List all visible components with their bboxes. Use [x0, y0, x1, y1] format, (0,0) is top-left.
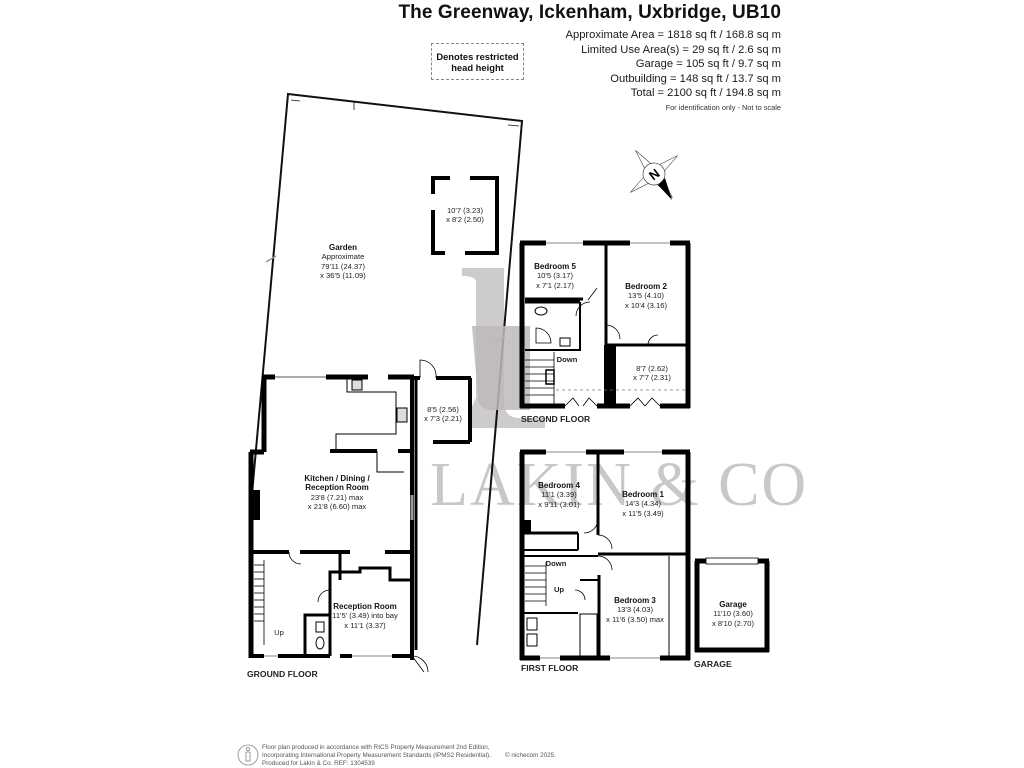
kitchen-name-1: Kitchen / Dining /: [304, 474, 370, 483]
area-outbuilding: Outbuilding = 148 sq ft / 13.7 sq m: [610, 72, 781, 85]
bedroom1-name: Bedroom 1: [622, 490, 664, 499]
garden-label: Garden Approximate 79'11 (24.37) x 36'5 …: [320, 243, 366, 281]
kitchen-name-2: Reception Room: [305, 483, 369, 493]
footer-line2: Incorporating International Property Mea…: [262, 751, 491, 759]
bedroom4-label: Bedroom 4 11'1 (3.39) x 9'11 (3.01): [538, 481, 580, 509]
bedroom3-dim1: 13'3 (4.03): [616, 605, 654, 615]
outbuilding-label: 10'7 (3.23) x 8'2 (2.50): [446, 206, 484, 225]
bedroom5-dim1: 10'5 (3.17): [536, 271, 574, 281]
bedroom1-label: Bedroom 1 14'3 (4.34) x 11'5 (3.49): [622, 490, 664, 518]
ground-floor-label: GROUND FLOOR: [247, 669, 318, 679]
area-summary: Approximate Area = 1818 sq ft / 168.8 sq…: [566, 28, 781, 115]
reception-name: Reception Room: [333, 602, 397, 611]
area-approximate: Approximate Area = 1818 sq ft / 168.8 sq…: [565, 29, 781, 41]
scale-disclaimer: For identification only - Not to scale: [665, 102, 781, 112]
garden-dim2: x 36'5 (11.09): [320, 271, 366, 281]
reception-label: Reception Room 11'5' (3.49) into bay x 1…: [332, 602, 398, 630]
bedroom2-name: Bedroom 2: [625, 282, 667, 291]
legend-text-line1: Denotes restricted: [436, 50, 519, 62]
footer-line1: Floor plan produced in accordance with R…: [262, 744, 490, 751]
second-floor-label: SECOND FLOOR: [521, 414, 591, 424]
bedroom3-name: Bedroom 3: [614, 596, 656, 605]
utility-label: 8'5 (2.56) x 7'3 (2.21): [424, 405, 462, 424]
garage-name: Garage: [719, 600, 747, 609]
limited-use-shading: [472, 326, 530, 410]
area-limited-use: Limited Use Area(s) = 29 sq ft / 2.6 sq …: [581, 43, 781, 56]
restricted-height-legend: Denotes restricted head height: [431, 43, 524, 80]
reception-dim1: 11'5' (3.49) into bay: [332, 611, 398, 621]
garage-plan: [694, 557, 770, 653]
bedroom5-name: Bedroom 5: [534, 262, 576, 271]
bedroom1-dim2: x 11'5 (3.49): [622, 508, 664, 518]
bedroom2-label: Bedroom 2 13'5 (4.10) x 10'4 (3.16): [625, 282, 667, 310]
garden-name: Garden: [328, 243, 358, 252]
utility-dim2: x 7'3 (2.21): [424, 414, 462, 424]
watermark-text: LAKIN & CO: [430, 451, 808, 519]
bedroom3-dim2: x 11'6 (3.50) max: [606, 614, 664, 624]
footer-copyright: © nichecom 2025.: [505, 752, 556, 759]
bedroom4-dim1: 11'1 (3.39): [541, 490, 577, 500]
bedroom5-label: Bedroom 5 10'5 (3.17) x 7'1 (2.17): [534, 262, 576, 290]
garden-dim1: 79'11 (24.37): [321, 261, 365, 271]
rics-person-icon: [237, 744, 259, 766]
outbuilding: [431, 176, 499, 255]
garage-dim1: 11'10 (3.60): [713, 609, 753, 619]
compass-icon: [630, 150, 678, 200]
ground-floor-plan: [248, 374, 429, 673]
outbuilding-dim2: x 8'2 (2.50): [446, 215, 484, 225]
garage-floor-label: GARAGE: [694, 659, 732, 669]
bedroom2-dim1: 13'5 (4.10): [627, 291, 665, 301]
kitchen-label: Kitchen / Dining / Reception Room 23'8 (…: [304, 474, 369, 512]
first-floor-label: FIRST FLOOR: [521, 663, 579, 673]
store-label: 8'7 (2.62) x 7'7 (2.31): [633, 364, 671, 383]
footer-notes: Floor plan produced in accordance with R…: [262, 744, 491, 767]
garage-room-label: Garage 11'10 (3.60) x 8'10 (2.70): [712, 600, 754, 628]
kitchen-dim1: 23'8 (7.21) max: [310, 492, 364, 502]
bedroom1-dim1: 14'3 (4.34): [624, 499, 662, 509]
property-title: The Greenway, Ickenham, Uxbridge, UB10: [398, 2, 781, 23]
garden-note: Approximate: [321, 252, 365, 262]
second-stairs-down-label: Down: [556, 355, 578, 364]
ground-stairs-up-label: Up: [274, 628, 284, 637]
legend-text-line2: head height: [451, 61, 504, 73]
footer-line3: Produced for Lakin & Co. REF: 1304539: [262, 759, 375, 767]
first-stairs-up-label: Up: [553, 585, 565, 594]
bedroom2-dim2: x 10'4 (3.16): [625, 300, 667, 310]
store-dim1: 8'7 (2.62): [636, 364, 668, 373]
bedroom3-label: Bedroom 3 13'3 (4.03) x 11'6 (3.50) max: [606, 596, 664, 624]
first-stairs-down-label: Down: [545, 559, 567, 568]
garage-dim2: x 8'10 (2.70): [712, 618, 754, 628]
bedroom4-name: Bedroom 4: [538, 481, 580, 490]
bedroom5-dim2: x 7'1 (2.17): [536, 280, 574, 290]
bedroom4-dim2: x 9'11 (3.01): [538, 499, 580, 509]
utility-dim1: 8'5 (2.56): [427, 405, 459, 414]
utility-room-plan: [414, 359, 472, 650]
area-total: Total = 2100 sq ft / 194.8 sq m: [630, 87, 781, 100]
reception-dim2: x 11'1 (3.37): [344, 620, 386, 630]
kitchen-dim2: x 21'8 (6.60) max: [307, 502, 367, 512]
store-dim2: x 7'7 (2.31): [633, 373, 671, 383]
area-garage: Garage = 105 sq ft / 9.7 sq m: [635, 58, 781, 71]
second-floor-plan: [519, 240, 691, 409]
first-floor-plan: [519, 449, 691, 661]
outbuilding-dim1: 10'7 (3.23): [446, 206, 484, 215]
